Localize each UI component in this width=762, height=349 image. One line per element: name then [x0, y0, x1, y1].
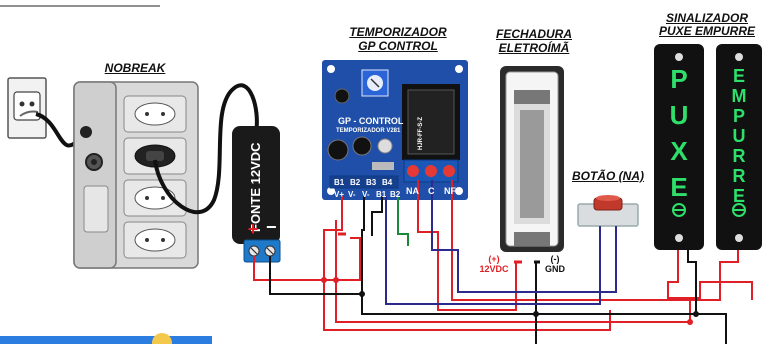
nobreak-label: NOBREAK	[104, 61, 166, 75]
nobreak-outlet-4	[123, 221, 187, 259]
potentiometer-icon	[361, 69, 389, 97]
board-terminal-v1: V+	[334, 190, 345, 199]
timer-board	[322, 60, 468, 200]
psu-minus-sign: −	[266, 217, 277, 237]
lock-label-line1: FECHADURA	[496, 27, 572, 41]
psu-plus-sign: +	[247, 219, 259, 239]
empurre-letter-3: P	[732, 106, 745, 126]
junction-dots	[321, 277, 699, 325]
sign-label-line2: PUXE EMPURRE	[658, 24, 756, 38]
board-input-b2: B2	[350, 178, 361, 187]
positive-12vdc-label: 12VDC	[479, 264, 509, 274]
sign-puxe	[654, 44, 704, 250]
relay-icon	[402, 84, 460, 160]
empurre-letter-4: U	[732, 126, 746, 146]
board-input-b3: B3	[366, 178, 377, 187]
empurre-letter-1: E	[732, 66, 745, 86]
magnetic-lock	[500, 66, 564, 252]
positive-sign-label: (+)	[488, 254, 500, 264]
puxe-letter-p: P	[670, 64, 688, 94]
relay-label: HJR-FF-S-Z	[418, 117, 424, 150]
relay-terminal-na: NA	[406, 186, 419, 196]
lock-label-line2: ELETROÍMÃ	[498, 41, 570, 55]
board-terminal-v3: V-	[362, 190, 370, 199]
board-terminal-b1: B1	[376, 190, 387, 199]
nobreak-outlet-2	[123, 137, 187, 175]
timer-label-line1: TEMPORIZADOR	[349, 25, 447, 39]
empurre-letter-7: E	[732, 186, 745, 206]
wall-outlet-icon	[7, 77, 47, 139]
empurre-letter-6: R	[732, 166, 746, 186]
board-terminal-b2: B2	[390, 190, 401, 199]
power-supply	[232, 126, 281, 263]
nobreak-outlet-1	[123, 95, 187, 133]
psu-ac-cable	[153, 83, 259, 215]
timer-label-line2: GP CONTROL	[358, 39, 438, 53]
push-button-icon	[577, 195, 639, 227]
board-input-b4: B4	[382, 178, 393, 187]
board-subtitle: TEMPORIZADOR V281	[336, 128, 401, 134]
corner-dot	[152, 333, 172, 349]
board-title: GP - CONTROL	[338, 116, 404, 126]
sign-empurre	[716, 44, 762, 250]
relay-terminal-nf: NF	[444, 186, 456, 196]
negative-sign-label: (-)	[550, 254, 560, 264]
relay-terminal-block	[403, 159, 459, 183]
negative-gnd-label: GND	[545, 264, 565, 274]
puxe-letter-e: E	[670, 172, 688, 202]
board-terminal-v2: V-	[348, 190, 356, 199]
puxe-letter-x: X	[670, 136, 688, 166]
nobreak-body	[73, 81, 199, 269]
puxe-letter-u: U	[669, 100, 689, 130]
relay-terminal-c: C	[428, 186, 435, 196]
empurre-letter-5: R	[732, 146, 746, 166]
empurre-letter-2: M	[731, 86, 747, 106]
sign-label-line1: SINALIZADOR	[666, 11, 748, 25]
board-input-b1: B1	[334, 178, 345, 187]
wires	[253, 180, 753, 344]
button-label: BOTÃO (NA)	[572, 169, 644, 183]
corner-strip	[0, 336, 212, 346]
nobreak-outlet-3	[123, 179, 187, 217]
